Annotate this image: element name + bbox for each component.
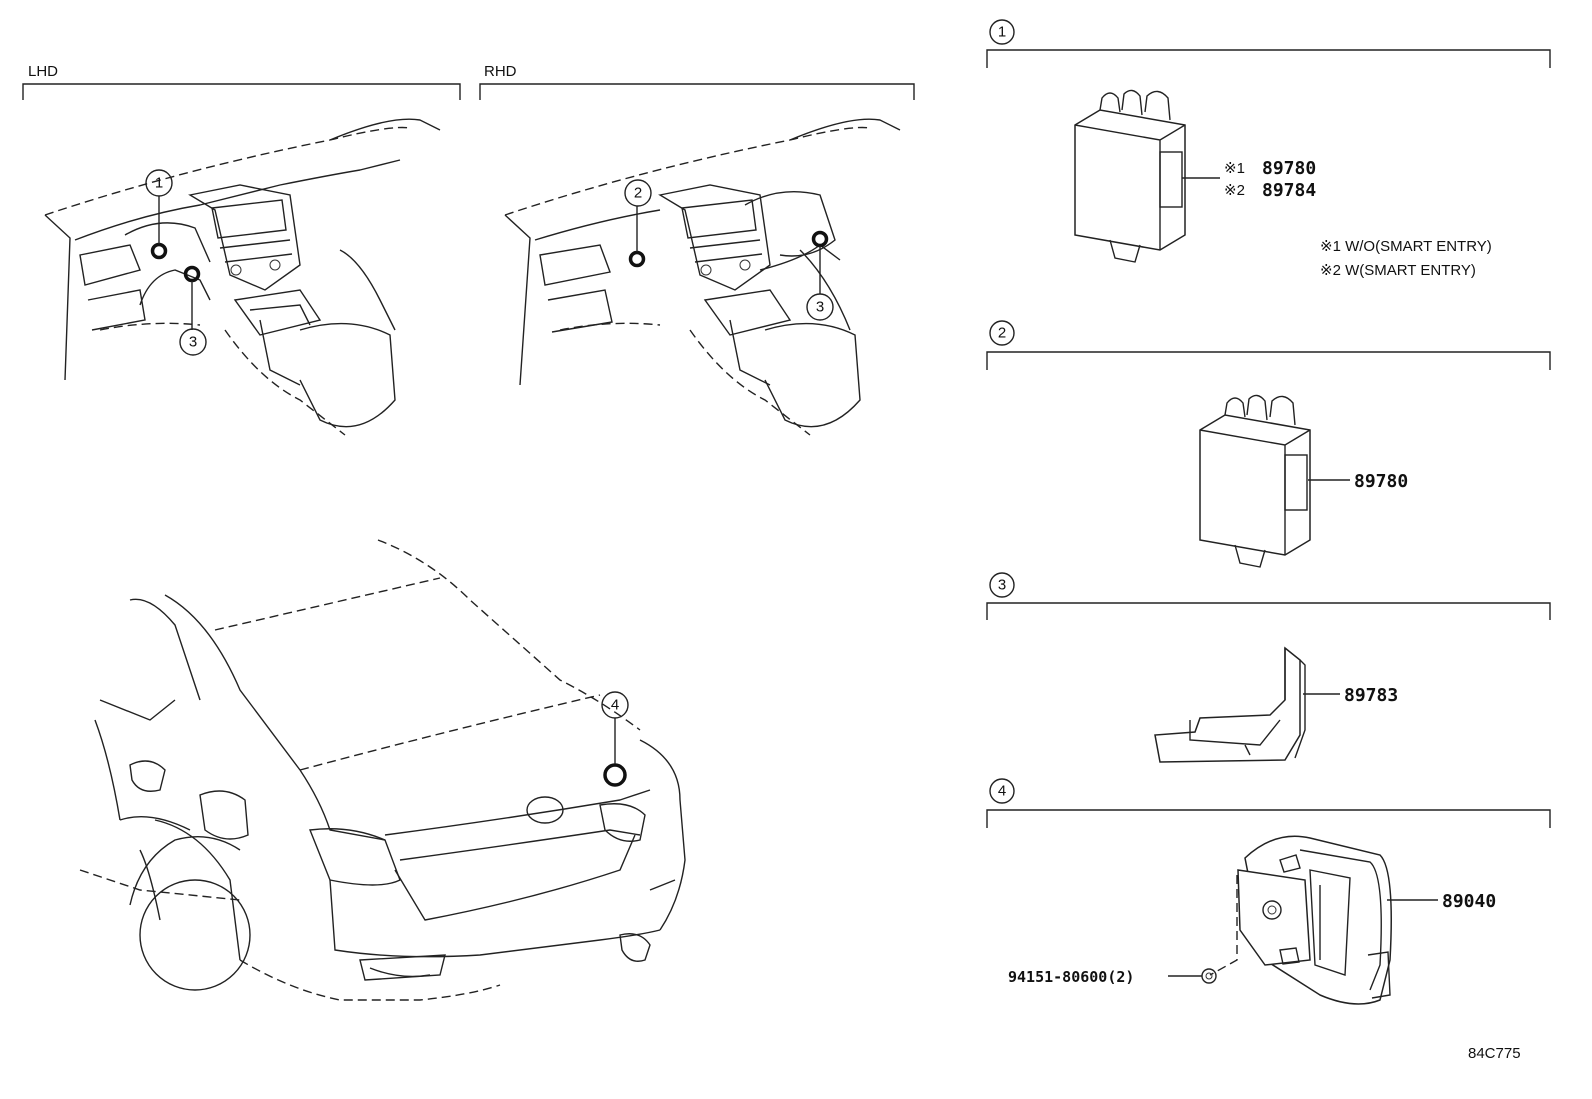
lhd-label: LHD: [28, 63, 58, 80]
callout-1-lhd: 1: [155, 175, 163, 192]
part-number-89780-s2: 89780: [1354, 471, 1408, 492]
callout-3-lhd: 3: [189, 334, 197, 351]
location-marker-2-rhd: [628, 250, 646, 268]
vehicle-location-markers: 4: [601, 691, 629, 787]
section-1-prefix-1: ※1: [1224, 160, 1245, 177]
illustration-code: 84C775: [1468, 1045, 1521, 1062]
section-1-prefix-2: ※2: [1224, 182, 1245, 199]
section-4-number: 4: [998, 783, 1006, 800]
part-number-89040: 89040: [1442, 891, 1496, 912]
note-with-smart-entry: ※2 W(SMART ENTRY): [1320, 262, 1476, 279]
section-1: 1 ※1 89780 ※2 89784 ※1 W/O(SMART ENTRY) …: [986, 19, 1551, 279]
section-3: 3 89783: [986, 572, 1551, 763]
location-marker-3-lhd: [183, 265, 201, 283]
part-number-89780-s1: 89780: [1262, 158, 1316, 179]
callout-4-vehicle: 4: [611, 697, 619, 714]
lhd-bracket: LHD: [22, 63, 461, 100]
location-marker-4-vehicle: [603, 763, 627, 787]
section-1-number: 1: [998, 24, 1006, 41]
callout-2-rhd: 2: [634, 185, 642, 202]
sensor-module: [1168, 835, 1438, 1005]
receiver-unit-1: [1074, 89, 1220, 263]
location-marker-3-rhd: [811, 230, 829, 248]
section-3-number: 3: [998, 577, 1006, 594]
part-number-94151-80600: 94151-80600(2): [1008, 968, 1134, 986]
vehicle-rear-illustration: [79, 539, 686, 1001]
callout-3-rhd: 3: [816, 299, 824, 316]
antenna-bracket: [1154, 646, 1340, 763]
part-number-89784: 89784: [1262, 180, 1316, 201]
part-number-89783: 89783: [1344, 685, 1398, 706]
receiver-unit-2: [1199, 394, 1350, 568]
section-4: 4 89040 94151-80600(2): [986, 778, 1551, 1005]
note-without-smart-entry: ※1 W/O(SMART ENTRY): [1320, 238, 1492, 255]
lhd-dashboard-illustration: [44, 118, 441, 436]
section-2-number: 2: [998, 325, 1006, 342]
section-2: 2 89780: [986, 320, 1551, 568]
rhd-bracket: RHD: [479, 63, 915, 100]
lhd-location-markers: 1 3: [145, 169, 207, 356]
location-marker-1-lhd: [150, 242, 168, 260]
rhd-dashboard-illustration: [504, 118, 901, 436]
rhd-label: RHD: [484, 63, 517, 80]
rhd-location-markers: 2 3: [624, 179, 834, 321]
